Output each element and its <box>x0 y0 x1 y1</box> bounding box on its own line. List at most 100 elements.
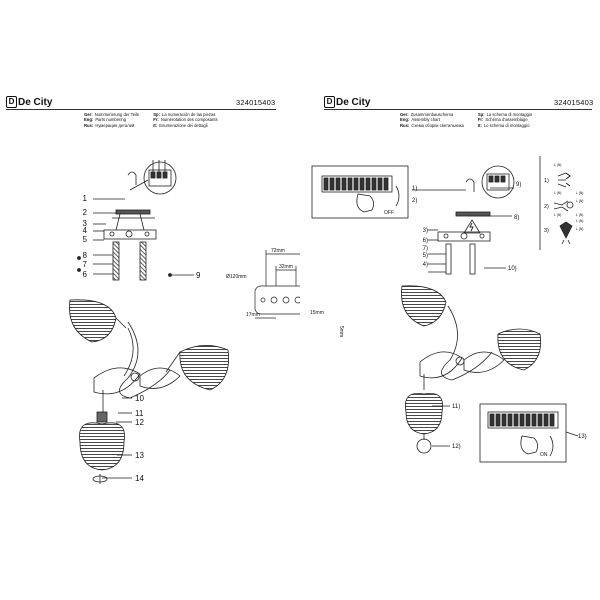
arm-right <box>463 351 505 373</box>
arm-upper <box>441 305 493 381</box>
wire-label: L (N) <box>576 213 583 217</box>
arm-upper <box>119 321 171 399</box>
shade-left <box>69 299 117 343</box>
switch-off-label: OFF <box>384 210 394 216</box>
breaker-box-off <box>311 165 409 219</box>
dim-17mm: 17mm <box>246 312 260 318</box>
step-label-4: 4) <box>423 262 428 268</box>
legend-entry: It:Lo schema di montaggio <box>477 122 530 128</box>
step-label-9: 9) <box>516 182 521 188</box>
wiring-option-label-2: 2) <box>544 204 549 210</box>
header-rule <box>6 109 276 110</box>
arrow-icon <box>395 185 400 207</box>
step-label-8: 8) <box>514 215 519 221</box>
canopy <box>103 229 157 240</box>
dim-15mm: 15mm <box>310 310 324 316</box>
screw-right <box>469 243 476 275</box>
part-label-2: 2 <box>83 208 88 217</box>
assembly-diagram: 1) 2) 3) 4) 5) 6) 7) 8) 9) 10) 11) 12) 1… <box>310 156 587 463</box>
part-label-11: 11 <box>135 409 144 418</box>
wire-label: L (N) <box>576 199 583 203</box>
wiring-option-3 <box>559 221 573 245</box>
dim-5mm: 5mm <box>338 326 344 337</box>
canopy <box>437 231 491 242</box>
part-label-14: 14 <box>135 474 144 483</box>
arrow-icon <box>549 435 554 457</box>
part-label-9: 9 <box>196 271 201 280</box>
part-label-6: 6 <box>83 270 88 279</box>
part-label-5: 5 <box>83 235 88 244</box>
mounting-bar <box>115 209 151 215</box>
breaker-switches-off <box>323 177 389 191</box>
wiring-option-2 <box>553 200 574 212</box>
shade-lower <box>405 393 443 435</box>
screw-right <box>139 241 147 281</box>
wire-label: L (N) <box>554 191 561 195</box>
step-number-labels: 1) 2) 3) 4) 5) 6) 7) 8) 9) 10) 11) 12) 1… <box>384 182 587 458</box>
legend-entry: Fr:Numérotation des composants <box>153 117 218 123</box>
brand-logo-mark: D <box>6 96 17 108</box>
switch-on-label: ON <box>540 452 548 458</box>
wiring-option-labels: 1) 2) 3) <box>544 178 549 234</box>
wiring-option-1 <box>557 172 571 188</box>
breaker-switches-on <box>489 413 555 427</box>
dim-72mm: 72mm <box>271 248 285 254</box>
step-label-10: 10) <box>508 266 517 272</box>
step-label-13: 13) <box>578 434 587 440</box>
step-label-2: 2) <box>412 198 417 204</box>
part-label-12: 12 <box>135 418 144 427</box>
wire-label: L (N) <box>576 219 583 223</box>
dim-diameter-120mm: Ø120mm <box>226 274 247 280</box>
legend-entry: Rus:Схема сборки светильника <box>400 122 464 128</box>
screw-left <box>112 241 120 281</box>
part-label-7: 7 <box>83 260 88 269</box>
wire-label: L (N) <box>554 163 561 167</box>
legend-entry: Sp:La schema di montaggio <box>477 112 533 117</box>
part-label-4: 4 <box>83 226 88 235</box>
shade-left <box>401 285 447 327</box>
wiring-option-label-1: 1) <box>544 178 549 184</box>
legend-entry: Sp:La numeración de las piezas <box>153 112 216 117</box>
part-label-13: 13 <box>135 451 144 460</box>
terminal-detail-circle <box>481 165 515 199</box>
shade-lower <box>79 422 125 471</box>
legend-entry: Ger:Zusammenbauschema <box>400 112 454 117</box>
part-label-1: 1 <box>83 194 88 203</box>
wire-labels: L (N) L (N) L (N) L (N) L (N) L (N) L (N… <box>554 163 583 231</box>
legend-entry: Ger:Nummerierung der Teile <box>84 112 140 117</box>
arm-left <box>93 367 141 395</box>
legend-entry: Fr:Schéma d'assemblage <box>477 117 528 123</box>
legend-entry: Eng:Assembly chart <box>400 117 440 123</box>
wire-label: L (N) <box>576 191 583 195</box>
step-label-11: 11) <box>452 404 460 410</box>
step-label-7: 7) <box>423 246 428 252</box>
wire-label: L (N) <box>554 213 561 217</box>
legend-entry: It:Enumerazione dei dettagli <box>153 122 208 128</box>
socket <box>96 411 108 423</box>
legend-entry: Rus:Нумерация деталей <box>84 122 135 128</box>
step-label-6: 6) <box>423 238 428 244</box>
brand-logo-mark: D <box>324 96 335 108</box>
exploded-view-diagram: 1 2 3 4 5 8 7 6 9 10 11 12 13 14 <box>69 160 300 484</box>
hand-icon <box>520 435 538 455</box>
arm-left <box>419 351 463 379</box>
screw-left <box>445 243 452 275</box>
bulb <box>416 438 432 454</box>
step-label-5: 5) <box>423 253 428 259</box>
breaker-box-on <box>479 403 567 463</box>
arm-right <box>139 367 181 389</box>
shade-right <box>497 328 542 371</box>
hook <box>127 171 137 185</box>
part-label-8: 8 <box>83 251 88 260</box>
article-number: 324015403 <box>236 98 276 107</box>
part-label-10: 10 <box>135 394 144 403</box>
article-number: 324015403 <box>554 98 594 107</box>
step-label-3: 3) <box>423 228 428 234</box>
terminal-detail-circle <box>143 161 177 195</box>
dimension-drawing <box>254 250 300 319</box>
hand-icon <box>356 193 374 213</box>
legend-entry: Eng:Parts numbering <box>84 117 127 123</box>
